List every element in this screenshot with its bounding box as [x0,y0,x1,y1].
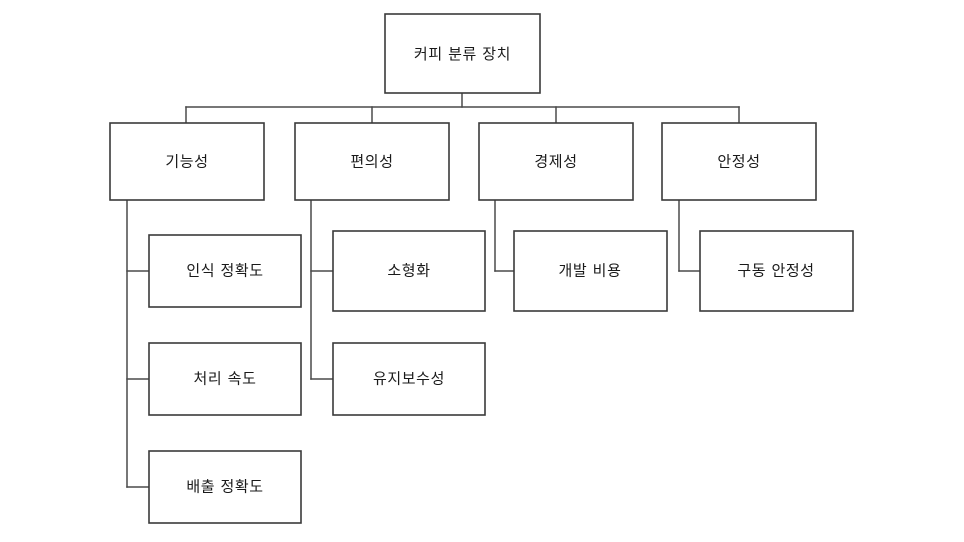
node-branch-convenience-label: 편의성 [350,153,393,171]
node-branch-functionality[interactable]: 기능성 [109,122,265,201]
node-branch-stability[interactable]: 안정성 [661,122,817,201]
connector-group-functionality [126,199,150,488]
node-leaf-processing-speed-box[interactable] [148,342,302,416]
node-leaf-miniaturization[interactable]: 소형화 [332,230,486,312]
node-leaf-development-cost-label: 개발 비용 [559,262,622,280]
node-branch-economy-box[interactable] [478,122,634,201]
connector-group-economy [494,199,515,272]
node-leaf-recognition-accuracy[interactable]: 인식 정확도 [148,234,302,308]
node-leaf-dispensing-accuracy-box[interactable] [148,450,302,524]
connector-group-stability [678,199,701,272]
node-leaf-miniaturization-label: 소형화 [387,262,430,280]
connector-group-convenience [310,199,334,380]
node-leaf-maintainability-box[interactable] [332,342,486,416]
node-root[interactable]: 커피 분류 장치 [384,13,541,94]
node-leaf-development-cost[interactable]: 개발 비용 [513,230,668,312]
node-branch-convenience-box[interactable] [294,122,450,201]
node-leaf-drive-stability-label: 구동 안정성 [737,262,814,280]
node-leaf-development-cost-box[interactable] [513,230,668,312]
node-leaf-drive-stability-box[interactable] [699,230,854,312]
node-leaf-miniaturization-box[interactable] [332,230,486,312]
node-leaf-recognition-accuracy-label: 인식 정확도 [186,262,263,280]
node-branch-economy-label: 경제성 [534,153,577,171]
node-leaf-processing-speed[interactable]: 처리 속도 [148,342,302,416]
node-leaf-dispensing-accuracy-label: 배출 정확도 [186,478,263,496]
node-leaf-dispensing-accuracy[interactable]: 배출 정확도 [148,450,302,524]
node-root-label: 커피 분류 장치 [414,45,511,63]
node-branch-stability-box[interactable] [661,122,817,201]
node-branch-convenience[interactable]: 편의성 [294,122,450,201]
node-branch-functionality-box[interactable] [109,122,265,201]
node-leaf-maintainability-label: 유지보수성 [373,370,445,388]
node-leaf-drive-stability[interactable]: 구동 안정성 [699,230,854,312]
node-branch-stability-label: 안정성 [717,153,760,171]
node-branch-economy[interactable]: 경제성 [478,122,634,201]
node-leaf-recognition-accuracy-box[interactable] [148,234,302,308]
connector-group-root [185,92,740,124]
node-branch-functionality-label: 기능성 [165,153,208,171]
node-root-box[interactable] [384,13,541,94]
node-leaf-processing-speed-label: 처리 속도 [194,370,257,388]
node-leaf-maintainability[interactable]: 유지보수성 [332,342,486,416]
